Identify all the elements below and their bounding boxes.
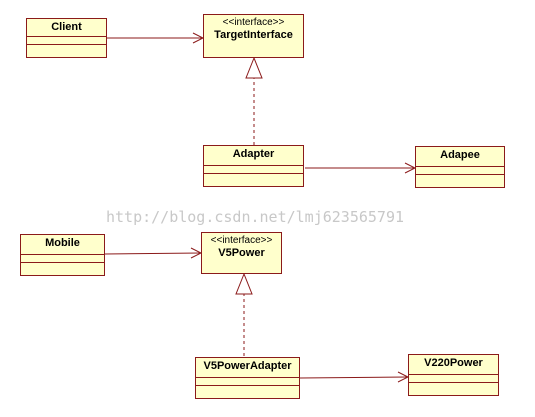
attributes-compartment	[204, 165, 303, 173]
class-name: Adapter	[232, 148, 275, 160]
class-name: Mobile	[45, 237, 80, 249]
association-adapter-adapee	[305, 162, 417, 174]
association-v5poweradapter-v220power	[299, 371, 410, 383]
attributes-compartment	[27, 36, 106, 44]
attributes-compartment	[409, 374, 498, 382]
class-target-interface[interactable]: <<interface>> TargetInterface	[203, 14, 304, 58]
operations-compartment	[204, 173, 303, 180]
stereotype-label: <<interface>>	[210, 235, 273, 246]
class-name: V220Power	[424, 357, 483, 369]
class-name: Client	[51, 21, 82, 33]
class-adapter[interactable]: Adapter	[203, 145, 304, 187]
class-v5power[interactable]: <<interface>> V5Power	[201, 232, 282, 274]
operations-compartment	[416, 174, 504, 181]
operations-compartment	[196, 385, 299, 392]
class-name: TargetInterface	[214, 29, 293, 41]
realization-adapter-target	[245, 56, 263, 145]
class-name: V5PowerAdapter	[203, 360, 292, 372]
class-mobile[interactable]: Mobile	[20, 234, 105, 276]
class-client[interactable]: Client	[26, 18, 107, 58]
association-mobile-v5power	[104, 247, 203, 259]
class-name: Adapee	[440, 149, 480, 161]
class-v5power-adapter[interactable]: V5PowerAdapter	[195, 357, 300, 399]
class-v220power[interactable]: V220Power	[408, 354, 499, 396]
stereotype-label: <<interface>>	[222, 17, 285, 28]
class-name: V5Power	[218, 247, 265, 259]
operations-compartment	[409, 382, 498, 389]
class-header: <<interface>> TargetInterface	[204, 15, 303, 43]
class-adapee[interactable]: Adapee	[415, 146, 505, 188]
operations-compartment	[27, 44, 106, 51]
attributes-compartment	[21, 254, 104, 262]
realization-v5poweradapter-v5power	[235, 272, 253, 356]
watermark-text: http://blog.csdn.net/lmj623565791	[106, 208, 405, 226]
operations-compartment	[21, 262, 104, 269]
attributes-compartment	[416, 166, 504, 174]
attributes-compartment	[196, 377, 299, 385]
association-client-target	[106, 32, 205, 44]
class-header: <<interface>> V5Power	[202, 233, 281, 261]
